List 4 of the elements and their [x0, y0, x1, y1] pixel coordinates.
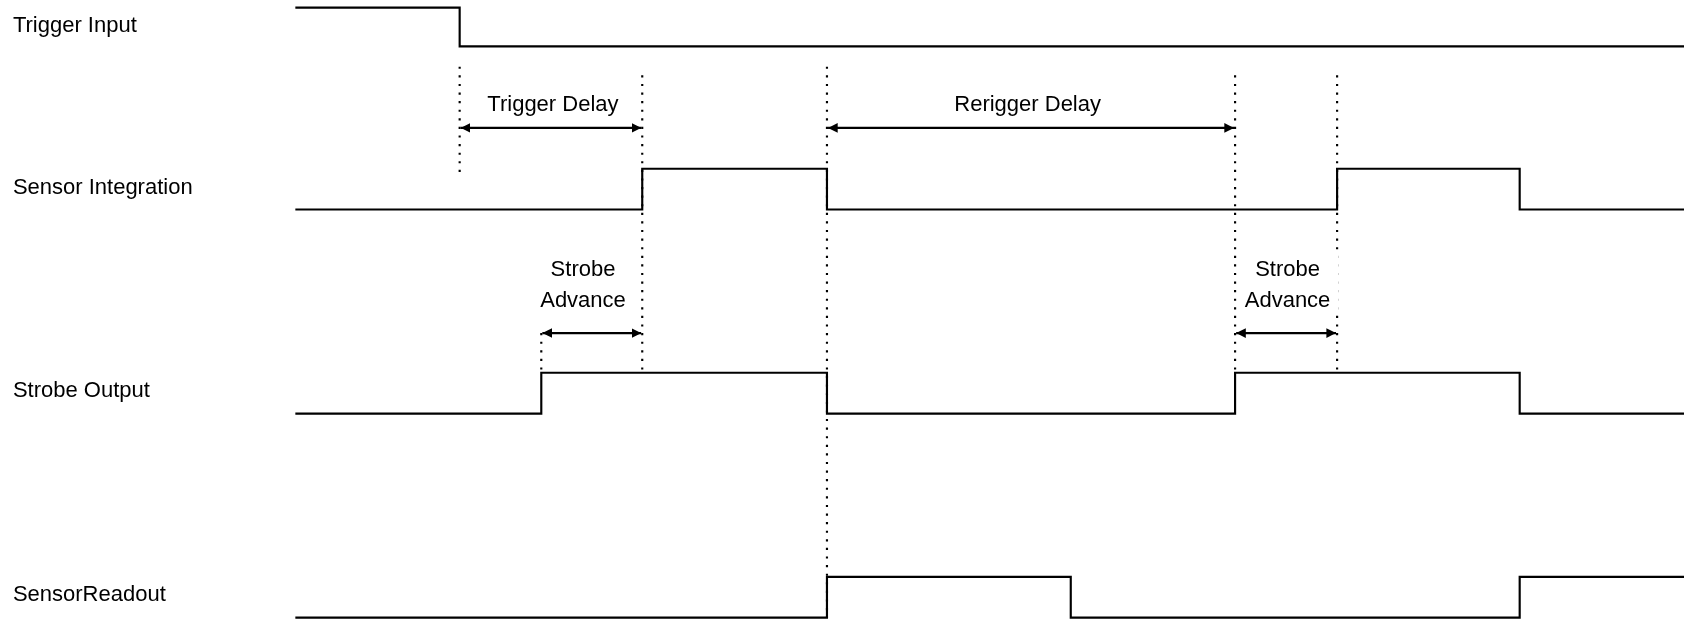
signal-name: Strobe Output	[12, 375, 150, 404]
signal-name: SensorReadout	[12, 579, 166, 608]
signal-name: Sensor Integration	[12, 172, 193, 201]
signal-name: Trigger Input	[12, 10, 137, 39]
